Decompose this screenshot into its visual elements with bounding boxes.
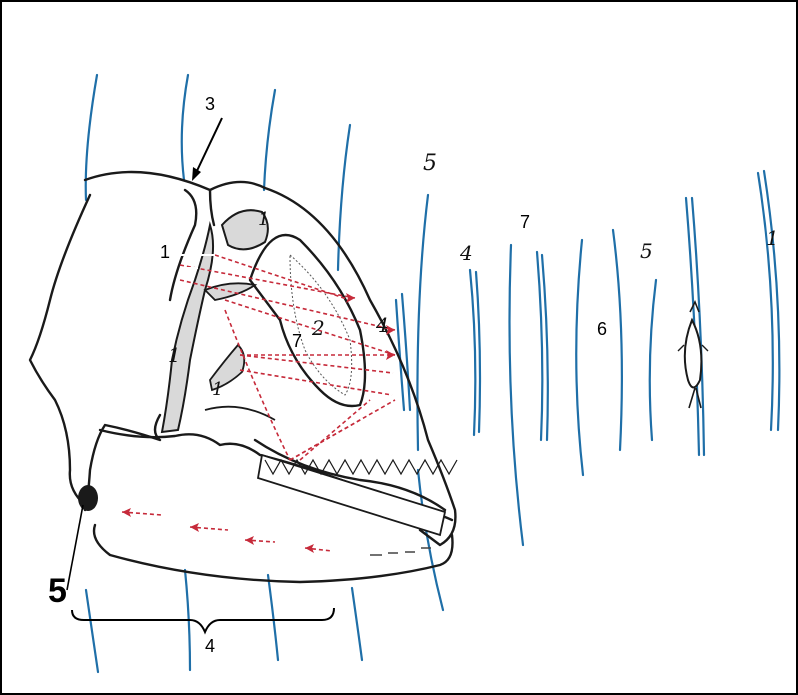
dolphin-head-outline — [30, 172, 457, 582]
label-7-mid: 7 — [292, 331, 302, 351]
hand-label-1-nasal: 1 — [168, 343, 181, 367]
hand-label-1-low: 1 — [212, 379, 223, 400]
wave-arc-3 — [264, 90, 275, 190]
label-7-top: 7 — [520, 212, 530, 232]
label-5-bold: 5 — [48, 572, 67, 610]
jaw-brace — [72, 608, 334, 632]
signal-arrowhead-1 — [346, 293, 355, 303]
signal-path-7 — [240, 370, 392, 395]
label-4-bottom: 4 — [205, 636, 215, 656]
label-1-left: 1 — [160, 242, 170, 262]
hand-label-4: 4 — [459, 241, 473, 265]
signal-path-4 — [225, 300, 395, 355]
wave-arc-5b — [418, 470, 443, 610]
callout-5-line — [67, 505, 83, 590]
wave-arc-2 — [182, 75, 188, 180]
wave-arc-11 — [650, 280, 656, 440]
hand-label-5-top: 5 — [423, 151, 437, 176]
signal-path-9 — [290, 400, 395, 460]
return-signal-dashes — [370, 548, 431, 555]
melon-organ — [250, 235, 365, 406]
wave-arc-17 — [352, 588, 362, 660]
signal-path-8 — [225, 310, 290, 460]
hand-label-2: 2 — [311, 316, 325, 340]
signal-path-10 — [290, 420, 360, 460]
wave-arc-18 — [86, 590, 98, 672]
wave-arc-6b — [476, 272, 480, 432]
wave-arc-6 — [470, 270, 475, 435]
ear-icon — [78, 485, 98, 511]
wave-arc-16 — [268, 575, 278, 660]
wave-arc-8 — [537, 252, 542, 440]
jaw-line-inner — [205, 407, 275, 420]
wave-arc-10 — [613, 230, 622, 450]
wave-arc-7 — [510, 245, 524, 545]
hand-label-1-right: 1 — [766, 226, 779, 250]
signal-path-6 — [240, 355, 393, 373]
hand-label-5-right: 5 — [640, 239, 653, 263]
hand-label-4-arrow: 4 — [375, 313, 389, 337]
label-6: 6 — [597, 319, 607, 339]
wave-arc-1 — [86, 75, 97, 200]
signal-path-11 — [300, 400, 370, 460]
wave-arc-9 — [576, 240, 583, 475]
label-3: 3 — [205, 94, 215, 114]
hand-label-1-sac: 1 — [258, 209, 269, 230]
callout-3-arrow — [192, 118, 222, 181]
